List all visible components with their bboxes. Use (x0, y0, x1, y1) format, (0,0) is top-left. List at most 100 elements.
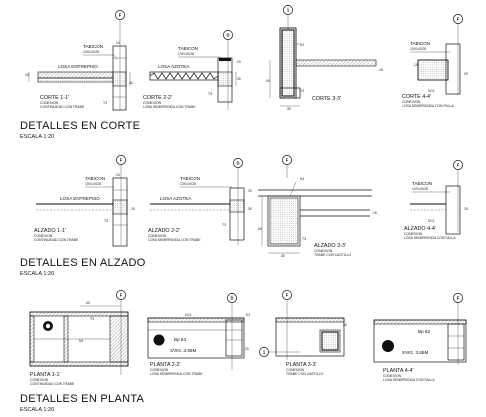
svg-text:D: D (230, 296, 233, 301)
svg-text:.20: .20 (236, 60, 241, 64)
svg-text:LOSA SEMIRRIGIDA CON TRABE: LOSA SEMIRRIGIDA CON TRABE (150, 372, 203, 376)
svg-text:.40: .40 (85, 301, 90, 305)
svg-text:F: F (457, 296, 460, 301)
detail-alzado-1: F TABICON 10X14X28 LOSA ENTREPISO .10 .1… (34, 155, 135, 247)
losa-azotea-label: LOSA AZOTEA (158, 64, 190, 69)
svg-text:.15: .15 (130, 207, 135, 211)
axis-marker-f-a3: F (282, 155, 292, 178)
svg-text:LOSA SEMIRRIGIDA CON TRABE: LOSA SEMIRRIGIDA CON TRABE (143, 105, 196, 109)
svg-text:TABICON: TABICON (180, 176, 200, 181)
svg-text:K3: K3 (300, 177, 304, 181)
svg-text:13X14X28: 13X14X28 (178, 52, 194, 56)
svg-text:TABICON: TABICON (412, 181, 432, 186)
svg-text:1: 1 (287, 8, 290, 13)
axis-marker-d-p2: D (227, 293, 237, 370)
axis-marker-1: 1 (283, 5, 293, 30)
svg-text:LOSA SEMIRRIGIDA CON FALLA: LOSA SEMIRRIGIDA CON FALLA (404, 236, 456, 240)
svg-text:.60: .60 (257, 227, 262, 231)
svg-text:.15: .15 (378, 68, 383, 72)
svg-text:D: D (236, 161, 239, 166)
corte-3-title: CORTE 3-3' (312, 96, 341, 102)
svg-text:CONTINUIDAD CON TRABE: CONTINUIDAD CON TRABE (34, 238, 79, 242)
alzado-4-title: ALZADO 4-4' (404, 226, 436, 232)
svg-text:CONEXION: CONEXION (404, 232, 423, 236)
svg-text:1: 1 (263, 350, 266, 355)
axis-marker-f-p4: F (453, 293, 463, 365)
svg-text:.20: .20 (247, 189, 252, 193)
svg-text:DC1: DC1 (428, 89, 435, 93)
svg-text:F: F (120, 293, 123, 298)
svg-text:.30: .30 (128, 81, 133, 85)
axis-marker-f-4: F (453, 14, 463, 95)
detail-alzado-2: D TABICON 13X14X28 LOSA AZOTEA .20 .30 A… (148, 158, 252, 245)
svg-text:T3: T3 (104, 219, 108, 223)
svg-text:F: F (286, 158, 289, 163)
svg-text:.30: .30 (247, 207, 252, 211)
detail-planta-2: D DC1 K3 Bp 63 SVIG. 3.65M .20 PLANTA 2-… (147, 293, 250, 376)
corte-4-title: CORTE 4-4' (402, 94, 431, 100)
svg-text:T3: T3 (103, 101, 107, 105)
svg-text:F: F (286, 293, 289, 298)
planta-4-title: PLANTA 4-4' (383, 368, 414, 374)
svg-text:CONTINUIDAD CON TRABE: CONTINUIDAD CON TRABE (30, 382, 75, 386)
detail-alzado-4: F TABICON 10X14X28 .15 DC1 ALZADO 4-4' C… (404, 160, 468, 240)
svg-text:CONEXION: CONEXION (150, 368, 169, 372)
detail-planta-3: F 1 PLANTA 3-3' CONEXION TRABE CON CASTI… (259, 290, 347, 376)
section-scale-alzado: ESCALA 1:20 (20, 271, 54, 277)
svg-text:TRABE CON CASTILLO: TRABE CON CASTILLO (286, 372, 323, 376)
svg-text:CONEXION: CONEXION (143, 101, 162, 105)
svg-text:CONEXION: CONEXION (383, 374, 402, 378)
detail-planta-4: F Bp 63 SVIG. 3.65M PLANTA 4-4' CONEXION… (373, 293, 467, 382)
svg-text:F: F (457, 163, 460, 168)
svg-text:CONEXION: CONEXION (402, 100, 421, 104)
svg-text:CONEXION: CONEXION (34, 234, 53, 238)
svg-text:CONEXION: CONEXION (148, 234, 167, 238)
svg-text:10X14X28: 10X14X28 (412, 187, 428, 191)
tabicon-dims: 10X14X28 (83, 50, 99, 54)
svg-text:CONEXION: CONEXION (30, 378, 49, 382)
svg-text:10X14X28: 10X14X28 (85, 182, 101, 186)
corte-1-title: CORTE 1-1' (40, 95, 69, 101)
axis-marker-f-p3: F (282, 290, 292, 360)
svg-text:LOSA ENTREPISO: LOSA ENTREPISO (60, 196, 100, 201)
svg-text:F: F (119, 13, 122, 18)
svg-text:Bp 63: Bp 63 (174, 337, 186, 342)
svg-text:TABICON: TABICON (85, 176, 105, 181)
svg-text:.15: .15 (463, 207, 468, 211)
svg-text:LOSA SEMIRRIGIDA CON FALLA: LOSA SEMIRRIGIDA CON FALLA (402, 104, 454, 108)
svg-text:TABICON: TABICON (178, 46, 198, 51)
svg-text:T3: T3 (208, 92, 212, 96)
detail-alzado-3: F K3 .60 .30 .15 ALZADO 3-3' CONEXION TR… (257, 155, 377, 258)
axis-marker-f-a4: F (453, 160, 463, 232)
svg-text:DC1: DC1 (185, 313, 192, 317)
corte-2-title: CORTE 2-2' (143, 95, 172, 101)
svg-text:T3: T3 (300, 89, 304, 93)
svg-text:SVIG. 3.65M: SVIG. 3.65M (402, 350, 428, 355)
svg-text:.30: .30 (286, 107, 291, 111)
alzado-1-title: ALZADO 1-1' (34, 228, 66, 234)
svg-text:CONTINUIDAD CON TRABE: CONTINUIDAD CON TRABE (40, 105, 85, 109)
svg-text:.10: .10 (115, 173, 120, 177)
svg-text:.15: .15 (24, 73, 29, 77)
svg-text:LOSA SEMIRRIGIDA CON TRABE: LOSA SEMIRRIGIDA CON TRABE (148, 238, 201, 242)
svg-text:.30: .30 (342, 323, 347, 327)
alzado-2-title: ALZADO 2-2' (148, 228, 180, 234)
svg-text:.20: .20 (244, 347, 249, 351)
svg-text:.15: .15 (372, 211, 377, 215)
detail-corte-1: F TABICON 10X14X28 LOSA ENTREPISO .10 .3… (24, 10, 133, 111)
svg-text:Bp 63: Bp 63 (418, 329, 430, 334)
detail-corte-2: D TABICON 13X14X28 LOSA AZOTEA .20 .30 C… (143, 30, 241, 110)
svg-text:13X14X28: 13X14X28 (180, 182, 196, 186)
svg-text:N1: N1 (79, 339, 83, 343)
planta-1-title: PLANTA 1-1' (30, 372, 61, 378)
axis-marker-d: D (223, 30, 233, 110)
detail-corte-3: 1 K2 .40 .30 CORTE 3-3' T3 .15 (265, 5, 383, 111)
svg-text:CONEXION: CONEXION (286, 368, 305, 372)
svg-text:.10: .10 (413, 63, 418, 67)
svg-text:.30: .30 (236, 77, 241, 81)
svg-text:CONEXION: CONEXION (314, 249, 333, 253)
svg-text:TABICON: TABICON (410, 41, 430, 46)
svg-text:K2: K2 (300, 43, 304, 47)
planta-3-title: PLANTA 3-3' (286, 362, 317, 368)
